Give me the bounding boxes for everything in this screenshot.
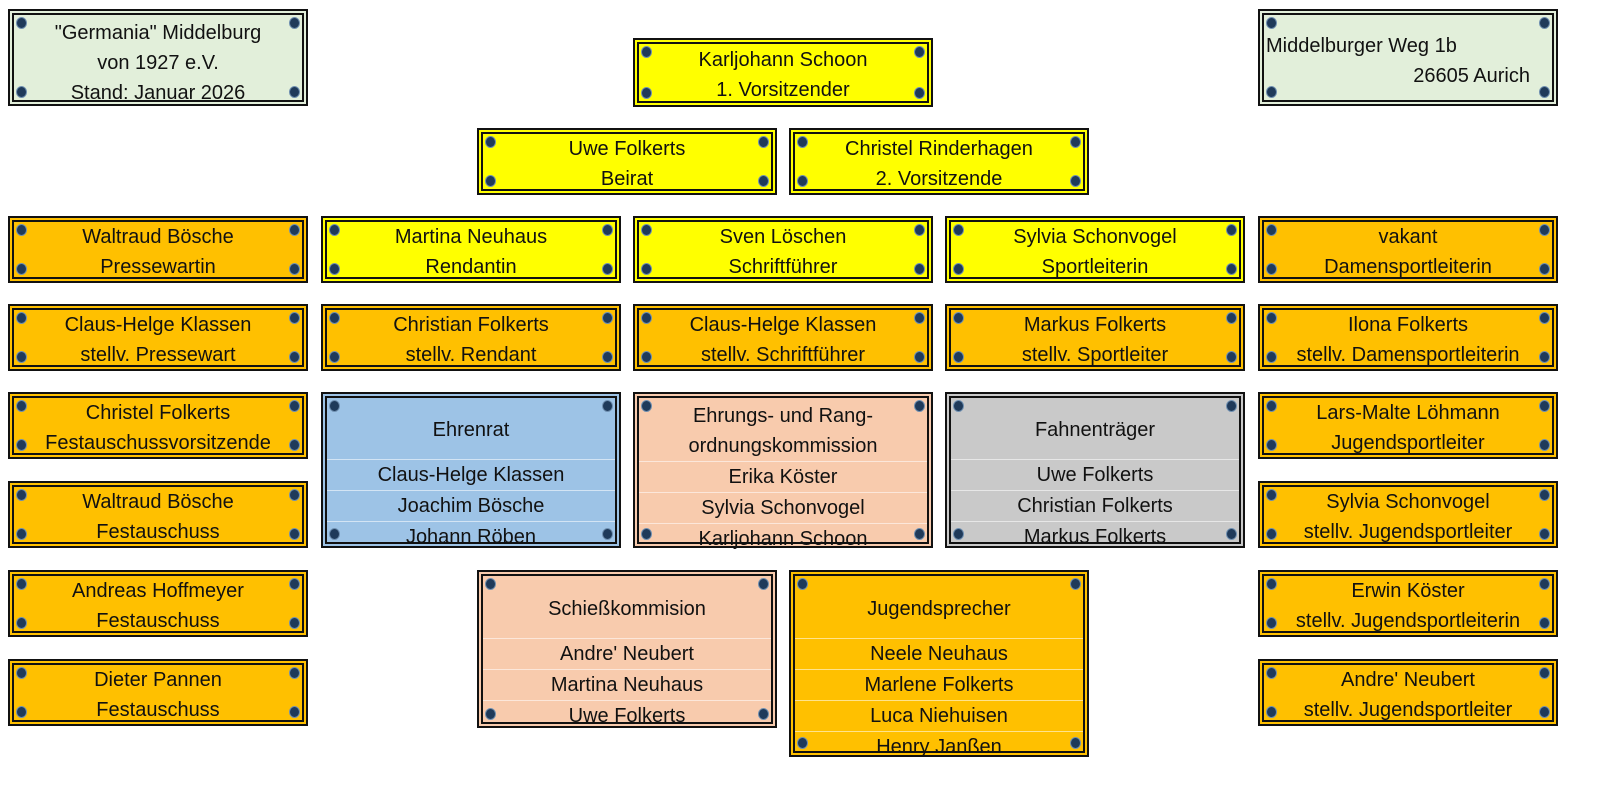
- fahnentraeger-member: Uwe Folkerts: [951, 459, 1239, 490]
- person-role: stellv. Jugendsportleiter: [1303, 521, 1513, 543]
- ehrenrat-member: Johann Röben: [327, 521, 615, 552]
- sportleiterin-box: Sylvia Schonvogel Sportleiterin: [945, 216, 1245, 283]
- person-name: Martina Neuhaus: [394, 226, 548, 248]
- schiesskommission-member: Martina Neuhaus: [483, 669, 771, 700]
- rendantin-box: Martina Neuhaus Rendantin: [321, 216, 621, 283]
- vice-chair-box: Christel Rinderhagen 2. Vorsitzende: [789, 128, 1089, 195]
- address-street: Middelburger Weg 1b: [1266, 35, 1457, 57]
- ehrungskommission-member: Sylvia Schonvogel: [639, 492, 927, 523]
- person-name: Lars-Malte Löhmann: [1316, 402, 1500, 424]
- jugendsprecher-member: Henry Janßen: [795, 731, 1083, 762]
- jugendsprecher-member: Marlene Folkerts: [795, 669, 1083, 700]
- jugendsportleiter-box: Lars-Malte Löhmann Jugendsportleiter: [1258, 392, 1558, 459]
- person-name: Dieter Pannen: [94, 669, 222, 691]
- stand-date: Stand: Januar 2026: [70, 82, 246, 104]
- ehrenrat-title: Ehrenrat: [432, 419, 510, 441]
- person-role: stellv. Jugendsportleiter: [1303, 699, 1513, 721]
- schiesskommission-title: Schießkommision: [548, 598, 706, 620]
- person-name: Erwin Köster: [1351, 580, 1465, 602]
- festausschuss-chair-box: Christel Folkerts Festauschussvorsitzend…: [8, 392, 308, 459]
- person-name: Claus-Helge Klassen: [64, 314, 252, 336]
- schiesskommission-member: Uwe Folkerts: [483, 700, 771, 731]
- vice-chair-name: Christel Rinderhagen: [845, 138, 1033, 160]
- jugendsprecher-member: Luca Niehuisen: [795, 700, 1083, 731]
- chairman-role: 1. Vorsitzender: [716, 79, 850, 101]
- jugendsprecher-member: Neele Neuhaus: [795, 638, 1083, 669]
- pressewartin-box: Waltraud Bösche Pressewartin: [8, 216, 308, 283]
- person-name: Claus-Helge Klassen: [689, 314, 877, 336]
- person-role: Festauschuss: [96, 699, 220, 721]
- ehrungskommission-member: Karljohann Schoon: [639, 523, 927, 554]
- person-name: Andreas Hoffmeyer: [72, 580, 244, 602]
- person-role: stellv. Rendant: [405, 344, 537, 366]
- person-role: Schriftführer: [728, 256, 838, 278]
- person-name: Waltraud Bösche: [82, 226, 234, 248]
- person-role: Festauschuss: [96, 610, 220, 632]
- person-role: stellv. Schriftführer: [700, 344, 866, 366]
- person-name: Christel Folkerts: [85, 402, 231, 424]
- address-city: 26605 Aurich: [1413, 65, 1530, 87]
- stellv-damensportleiterin-box: Ilona Folkerts stellv. Damensportleiteri…: [1258, 304, 1558, 371]
- stellv-pressewart-box: Claus-Helge Klassen stellv. Pressewart: [8, 304, 308, 371]
- schiesskommission-member: Andre' Neubert: [483, 638, 771, 669]
- fahnentraeger-member: Christian Folkerts: [951, 490, 1239, 521]
- person-name: Ilona Folkerts: [1347, 314, 1469, 336]
- festausschuss-box: Dieter Pannen Festauschuss: [8, 659, 308, 726]
- person-name: Sven Löschen: [719, 226, 847, 248]
- chairman-name: Karljohann Schoon: [698, 49, 868, 71]
- person-role: stellv. Damensportleiterin: [1296, 344, 1520, 366]
- schriftfuehrer-box: Sven Löschen Schriftführer: [633, 216, 933, 283]
- ehrungskommission-title-2: ordnungskommission: [688, 435, 878, 457]
- person-role: Rendantin: [425, 256, 517, 278]
- stellv-schriftfuehrer-box: Claus-Helge Klassen stellv. Schriftführe…: [633, 304, 933, 371]
- festausschuss-box: Andreas Hoffmeyer Festauschuss: [8, 570, 308, 637]
- person-name: Andre' Neubert: [1341, 669, 1475, 691]
- person-role: Jugendsportleiter: [1331, 432, 1485, 454]
- fahnentraeger-box: Fahnenträger Uwe Folkerts Christian Folk…: [945, 392, 1245, 548]
- beirat-name: Uwe Folkerts: [568, 138, 686, 160]
- address-box: Middelburger Weg 1b 26605 Aurich: [1258, 9, 1558, 106]
- ehrungskommission-member: Erika Köster: [639, 461, 927, 492]
- club-name-box: "Germania" Middelburg von 1927 e.V. Stan…: [8, 9, 308, 106]
- person-name: Waltraud Bösche: [82, 491, 234, 513]
- person-role: stellv. Sportleiter: [1021, 344, 1169, 366]
- schiesskommission-box: Schießkommision Andre' Neubert Martina N…: [477, 570, 777, 728]
- person-role: Festauschussvorsitzende: [45, 432, 271, 454]
- person-role: Damensportleiterin: [1324, 256, 1492, 278]
- person-role: stellv. Jugendsportleiterin: [1295, 610, 1521, 632]
- ehrungskommission-box: Ehrungs- und Rang- ordnungskommission Er…: [633, 392, 933, 550]
- person-role: stellv. Pressewart: [80, 344, 236, 366]
- jugendsprecher-title: Jugendsprecher: [867, 598, 1011, 620]
- beirat-box: Uwe Folkerts Beirat: [477, 128, 777, 195]
- stellv-jugendsportleiter-box: Andre' Neubert stellv. Jugendsportleiter: [1258, 659, 1558, 726]
- stellv-sportleiter-box: Markus Folkerts stellv. Sportleiter: [945, 304, 1245, 371]
- fahnentraeger-title: Fahnenträger: [1034, 419, 1156, 441]
- club-name-line-1: "Germania" Middelburg: [54, 22, 262, 44]
- person-name: Sylvia Schonvogel: [1013, 226, 1177, 248]
- chairman-box: Karljohann Schoon 1. Vorsitzender: [633, 38, 933, 107]
- ehrenrat-box: Ehrenrat Claus-Helge Klassen Joachim Bös…: [321, 392, 621, 548]
- beirat-role: Beirat: [600, 168, 654, 190]
- person-name: Markus Folkerts: [1023, 314, 1167, 336]
- stellv-rendant-box: Christian Folkerts stellv. Rendant: [321, 304, 621, 371]
- jugendsprecher-box: Jugendsprecher Neele Neuhaus Marlene Fol…: [789, 570, 1089, 758]
- person-role: Festauschuss: [96, 521, 220, 543]
- vice-chair-role: 2. Vorsitzende: [875, 168, 1003, 190]
- club-name-line-2: von 1927 e.V.: [97, 52, 219, 74]
- stellv-jugendsportleiter-box: Sylvia Schonvogel stellv. Jugendsportlei…: [1258, 481, 1558, 548]
- person-name: Christian Folkerts: [393, 314, 549, 336]
- ehrenrat-member: Claus-Helge Klassen: [327, 459, 615, 490]
- person-role: Sportleiterin: [1041, 256, 1149, 278]
- ehrungskommission-title-1: Ehrungs- und Rang-: [692, 405, 874, 427]
- fahnentraeger-member: Markus Folkerts: [951, 521, 1239, 552]
- damensportleiterin-box: vakant Damensportleiterin: [1258, 216, 1558, 283]
- ehrenrat-member: Joachim Bösche: [327, 490, 615, 521]
- festausschuss-box: Waltraud Bösche Festauschuss: [8, 481, 308, 548]
- person-name: vakant: [1378, 226, 1438, 248]
- person-name: Sylvia Schonvogel: [1326, 491, 1490, 513]
- stellv-jugendsportleiterin-box: Erwin Köster stellv. Jugendsportleiterin: [1258, 570, 1558, 637]
- person-role: Pressewartin: [100, 256, 216, 278]
